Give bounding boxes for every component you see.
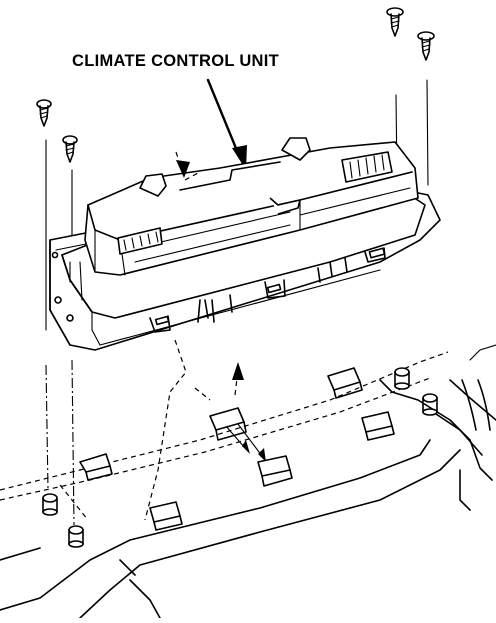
screw-boss-1 xyxy=(42,493,58,516)
callout-arrow xyxy=(206,78,247,170)
assembly-arrows xyxy=(144,151,266,521)
screw-boss-2 xyxy=(68,525,84,548)
console-clip-1 xyxy=(79,453,113,481)
screw-boss-3 xyxy=(394,367,410,390)
screw-boss-4 xyxy=(422,393,438,416)
console-clip-4 xyxy=(149,501,183,531)
dashboard-console xyxy=(0,344,496,619)
climate-control-unit-label: CLIMATE CONTROL UNIT xyxy=(72,52,280,70)
screw-left-1 xyxy=(36,99,52,491)
console-clip-3 xyxy=(327,367,363,399)
console-clip-6 xyxy=(361,411,395,441)
console-clip-5 xyxy=(257,455,293,487)
climate-control-unit xyxy=(49,137,441,351)
console-clip-2 xyxy=(209,407,247,441)
screw-top-right-2 xyxy=(417,31,435,186)
